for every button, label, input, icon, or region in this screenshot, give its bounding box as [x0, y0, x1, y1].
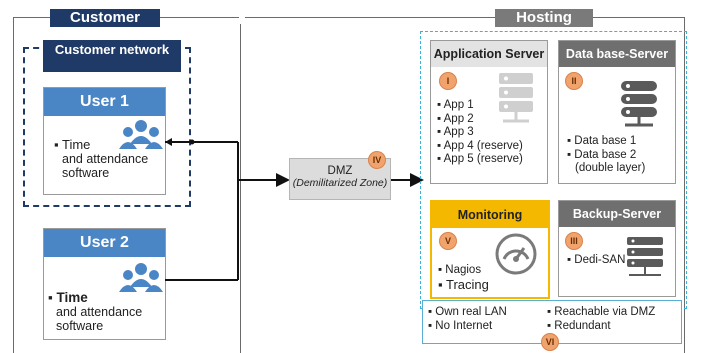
backup-server-item: ▪ Dedi-SAN [567, 254, 626, 266]
network-right-list: ▪ Reachable via DMZ ▪ Redundant [547, 305, 655, 333]
user2-line3: software [56, 319, 104, 333]
user1-box: User 1 ▪ Time and attendance software [43, 87, 166, 195]
customer-network-label-text: Customer network [54, 42, 170, 57]
user1-line2: and attendance [62, 152, 149, 166]
user1-title: User 1 [44, 88, 165, 116]
network-right-item: ▪ Redundant [547, 320, 611, 332]
dmz-title: DMZ [327, 165, 353, 177]
server-stack-icon [499, 73, 533, 123]
user1-arrowhead [165, 138, 172, 146]
backup-server-badge: III [565, 232, 583, 250]
monitoring-title: Monitoring [432, 202, 548, 228]
app-server-list: ▪ App 1 ▪ App 2 ▪ App 3 ▪ App 4 (reserve… [437, 99, 523, 167]
monitoring-badge: V [439, 232, 457, 250]
user1-description: ▪ Time and attendance software [54, 137, 149, 181]
db-server-item: ▪ Data base 2 [567, 148, 637, 161]
network-left-list: ▪ Own real LAN ▪ No Internet [428, 305, 507, 333]
app-server-title: Application Server [431, 41, 547, 67]
app-server-badge: I [439, 72, 457, 90]
monitoring-item: ▪ Tracing [438, 276, 489, 292]
app-server-item: ▪ App 3 [437, 126, 474, 138]
storage-stack-icon [627, 237, 663, 276]
monitoring-item: ▪ Nagios [438, 264, 482, 276]
network-badge: VI [541, 333, 559, 351]
user2-line2: and attendance [56, 305, 143, 319]
user1-line3: software [62, 166, 110, 180]
user1-junction-dot [189, 139, 195, 145]
app-server-item: ▪ App 1 [437, 99, 474, 111]
db-server-item: (double layer) [575, 162, 646, 174]
network-left-item: ▪ No Internet [428, 320, 493, 332]
user2-description: ▪ Time and attendance software [48, 290, 143, 334]
hosting-section-frame [243, 17, 685, 353]
dmz-subtitle: (Demilitarized Zone) [292, 177, 388, 189]
network-right-item: ▪ Reachable via DMZ [547, 306, 656, 318]
app-server-item: ▪ App 2 [437, 112, 474, 125]
user2-line1: ▪ Time [48, 290, 88, 305]
app-server-item: ▪ App 5 (reserve) [437, 153, 523, 165]
db-server-item: ▪ Data base 1 [567, 135, 637, 147]
hosting-section-title: Hosting [495, 9, 593, 27]
db-server-list: ▪ Data base 1 ▪ Data base 2 (double laye… [567, 135, 645, 176]
db-server-title: Data base-Server [559, 41, 675, 67]
users-group-icon [119, 120, 163, 149]
db-server-box: Data base-Server ▪ Data base 1 ▪ Data ba… [558, 40, 676, 184]
backup-server-list: ▪ Dedi-SAN [567, 254, 625, 268]
user2-box: User 2 ▪ Time and attendance software [43, 228, 166, 340]
monitoring-list: ▪ Nagios ▪ Tracing [438, 264, 489, 291]
gauge-icon [495, 233, 537, 275]
users-group-icon [119, 263, 163, 292]
customer-network-label: Customer network [43, 40, 181, 72]
network-left-item: ▪ Own real LAN [428, 306, 507, 318]
hosting-frame-left-gap-mask [239, 14, 245, 24]
db-server-badge: II [565, 72, 583, 90]
backup-server-title: Backup-Server [559, 201, 675, 227]
app-server-box: Application Server ▪ App 1 ▪ App 2 ▪ App… [430, 40, 548, 184]
app-server-item: ▪ App 4 (reserve) [437, 139, 523, 152]
user2-title: User 2 [44, 229, 165, 257]
database-stack-icon [621, 81, 657, 127]
user1-line1: ▪ Time [54, 137, 91, 152]
customer-section-title: Customer [50, 9, 160, 27]
dmz-badge: IV [368, 151, 386, 169]
